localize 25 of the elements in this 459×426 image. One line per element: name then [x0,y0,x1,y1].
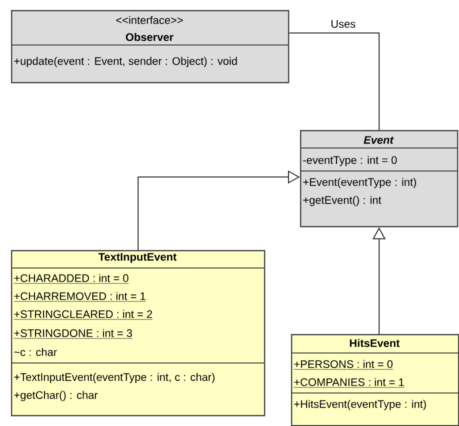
class-name: TextInputEvent [98,253,177,263]
stereotype-label: <<interface>> [116,16,183,24]
class-member: +Event(eventType : int) [303,178,416,188]
class-box [300,130,458,228]
class-box [10,250,266,416]
class-member: +HitsEvent(eventType : int) [294,400,426,410]
edge-label: Uses [332,20,356,28]
class-member: +update(event : Event, sender : Object) : void [14,56,237,68]
class-member: +getChar() : char [14,390,98,402]
class-name: Event [364,136,394,144]
class-name: Observer [126,32,174,42]
class-box [10,10,290,84]
association-line [288,32,380,130]
class-member: ~c : char [14,348,57,356]
class-box [290,334,459,426]
class-member: -eventType : int = 0 [303,156,397,166]
static-member: +STRINGDONE : int = 3 [14,329,133,339]
class-member: +getEvent() : int [303,196,382,206]
class-member: +TextInputEvent(eventType : int, c : char) [14,372,215,384]
static-member: +CHARADDED : int = 0 [14,274,129,284]
static-member: +CHARREMOVED : int = 1 [14,292,146,302]
static-member: +STRINGCLEARED : int = 2 [14,310,153,320]
static-member: +COMPANIES : int = 1 [294,378,405,388]
static-member: +PERSONS : int = 0 [294,360,394,370]
class-name: HitsEvent [350,338,400,348]
